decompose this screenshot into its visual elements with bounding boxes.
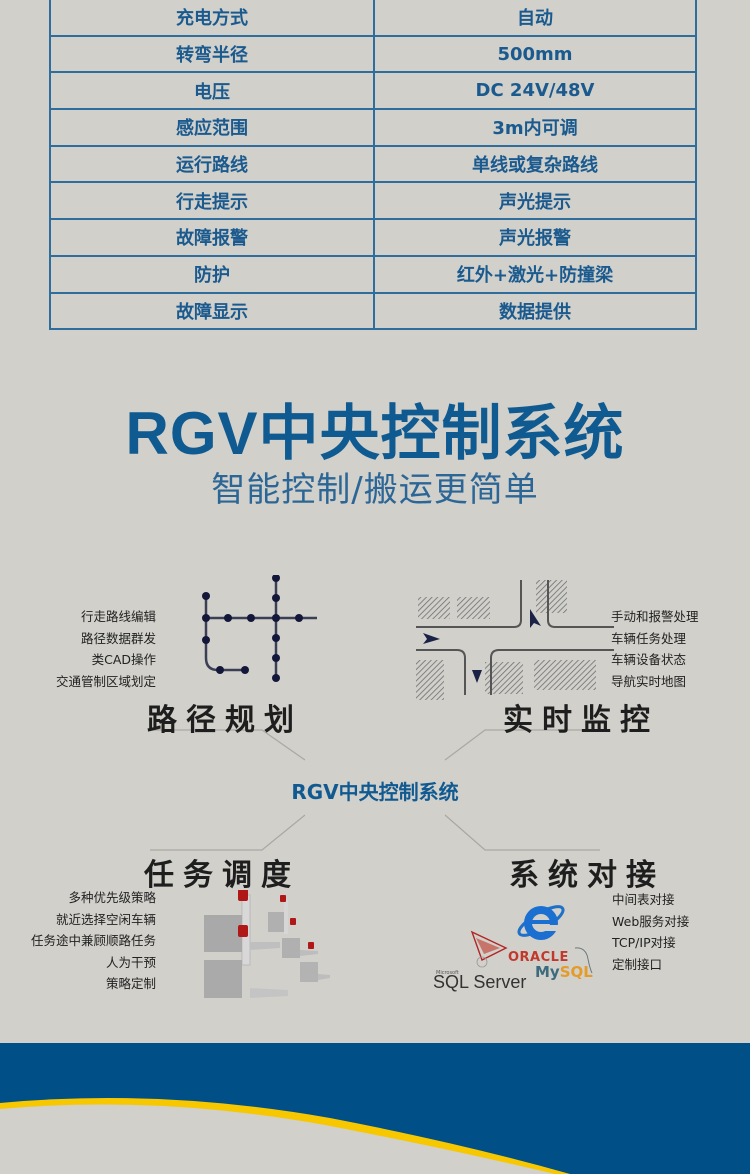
path-graph-icon [202, 575, 317, 682]
center-system-label: RGV中央控制系统 [291, 780, 459, 804]
microsoft-brand-label: Microsoft [436, 970, 459, 976]
footer-decorative-band-icon [0, 1043, 750, 1174]
feature-item: 交通管制区域划定 [55, 673, 156, 689]
mysql-dolphin-icon [574, 947, 593, 974]
mysql-label-a: My [535, 963, 560, 981]
spec-key: 行走提示 [49, 181, 375, 221]
road-map-icon [416, 580, 614, 700]
table-row: 转弯半径 500mm [49, 34, 697, 74]
spec-key: 防护 [49, 254, 375, 294]
spec-key: 故障报警 [49, 218, 375, 257]
feature-item: 策略定制 [105, 976, 156, 991]
spec-value: 声光报警 [373, 218, 697, 257]
feature-item: 路径数据群发 [80, 630, 156, 646]
spec-value: 3m内可调 [373, 108, 697, 147]
feature-item: 类CAD操作 [91, 652, 156, 667]
oracle-label: ORACLE [508, 950, 569, 965]
feature-item: TCP/IP对接 [612, 935, 676, 950]
task-scheduling-title: 任务调度 [144, 858, 300, 893]
path-planning-title: 路径规划 [147, 703, 303, 738]
table-row: 充电方式 自动 [49, 0, 697, 37]
feature-item: 多种优先级策略 [68, 890, 156, 905]
system-integration-title: 系统对接 [509, 858, 665, 893]
spec-key: 感应范围 [49, 108, 375, 147]
spec-value: DC 24V/48V [373, 71, 697, 111]
spec-key: 运行路线 [49, 144, 375, 184]
sql-server-label: SQL Server [433, 972, 527, 992]
feature-item: 行走路线编辑 [80, 609, 156, 624]
spec-value: 声光提示 [373, 181, 697, 221]
table-row: 故障显示 数据提供 [49, 291, 697, 331]
spec-key: 故障显示 [49, 291, 375, 331]
spec-value: 数据提供 [373, 291, 697, 331]
page-subtitle: 智能控制/搬运更简单 [211, 470, 539, 510]
feature-item: 人为干预 [105, 954, 156, 970]
realtime-monitor-features: 手动和报警处理 车辆任务处理 车辆设备状态 导航实时地图 [611, 606, 699, 692]
connector-lines-icon [150, 729, 600, 851]
feature-item: Web服务对接 [612, 913, 690, 929]
spec-key: 充电方式 [49, 0, 375, 37]
spec-value: 500mm [373, 34, 697, 74]
feature-item: 手动和报警处理 [611, 609, 699, 624]
feature-item: 导航实时地图 [611, 673, 687, 689]
mysql-label-b: SQL [559, 963, 593, 981]
path-planning-features: 行走路线编辑 路径数据群发 类CAD操作 交通管制区域划定 [56, 606, 156, 692]
feature-item: 车辆设备状态 [611, 652, 687, 667]
table-row: 故障报警 声光报警 [49, 218, 697, 257]
table-row: 行走提示 声光提示 [49, 181, 697, 221]
spec-value: 红外+激光+防撞梁 [373, 254, 697, 294]
spec-key: 电压 [49, 71, 375, 111]
feature-item: 中间表对接 [612, 892, 675, 907]
page-title: RGV中央控制系统 [125, 400, 625, 467]
spec-value: 单线或复杂路线 [373, 144, 697, 184]
table-row: 电压 DC 24V/48V [49, 71, 697, 111]
table-row: 感应范围 3m内可调 [49, 108, 697, 147]
internet-explorer-logo-icon [517, 905, 565, 940]
table-row: 运行路线 单线或复杂路线 [49, 144, 697, 184]
spec-table: 充电方式 自动 转弯半径 500mm 电压 DC 24V/48V 感应范围 3m… [49, 0, 697, 331]
realtime-monitor-title: 实时监控 [503, 703, 659, 738]
feature-item: 车辆任务处理 [611, 630, 687, 646]
mysql-label: MySQL [535, 963, 593, 981]
task-scheduling-features: 多种优先级策略 就近选择空闲车辆 任务途中兼顾顺路任务 人为干预 策略定制 [31, 887, 156, 995]
feature-item: 就近选择空闲车辆 [55, 911, 156, 927]
feature-item: 任务途中兼顾顺路任务 [30, 933, 156, 948]
system-integration-features: 中间表对接 Web服务对接 TCP/IP对接 定制接口 [612, 889, 689, 975]
sql-server-logo-icon [470, 930, 508, 968]
rgv-vehicles-icon [204, 890, 330, 998]
table-row: 防护 红外+激光+防撞梁 [49, 254, 697, 294]
system-diagram: 行走路线编辑 路径数据群发 类CAD操作 交通管制区域划定 路 [0, 560, 750, 1010]
spec-key: 转弯半径 [49, 34, 375, 74]
feature-item: 定制接口 [612, 956, 663, 972]
spec-value: 自动 [373, 0, 697, 37]
